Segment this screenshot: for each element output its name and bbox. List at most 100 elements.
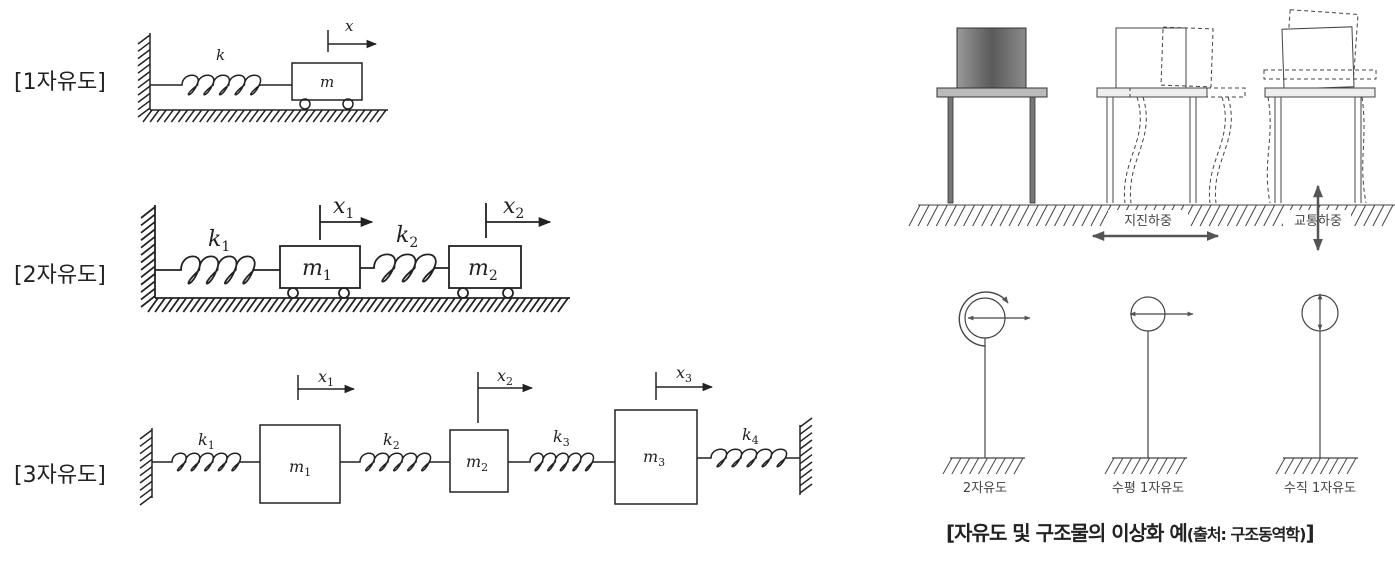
hatch-line: [232, 297, 244, 313]
hatch-line: [139, 495, 153, 506]
dof1-spring: [150, 74, 292, 96]
hatch-line: [528, 297, 541, 313]
hatch-line: [284, 109, 295, 123]
hatch-line: [1004, 457, 1015, 475]
hatch-line: [380, 297, 393, 313]
dof3-mass-3-block: [614, 409, 698, 505]
hatch-line: [1104, 457, 1115, 475]
hatch-line: [170, 109, 181, 123]
dof2-diagram: [140, 203, 570, 313]
hatch-line: [262, 109, 274, 123]
hatch-line: [951, 457, 962, 475]
hatch-line: [799, 483, 813, 494]
hatch-line: [203, 297, 216, 313]
hatch-line: [277, 109, 288, 123]
caption-end: ]: [1305, 521, 1314, 545]
hatch-line: [140, 228, 156, 241]
hatch-line: [140, 258, 156, 271]
dof3-spring-1-label: k1: [198, 430, 215, 452]
caption-main: [자유도 및 구조물의 이상화 예: [946, 521, 1188, 545]
dof1-ground: [142, 109, 388, 123]
hatch-line: [451, 297, 463, 313]
hatch-line: [359, 297, 371, 313]
hatch-line: [972, 204, 985, 227]
hatch-line: [543, 297, 555, 313]
hatch-line: [1063, 204, 1076, 227]
dof3-spring-2: [340, 452, 450, 472]
hatch-line: [1363, 204, 1376, 227]
hatch-line: [1166, 457, 1177, 475]
hatch-line: [140, 295, 156, 308]
hatch-line: [295, 297, 308, 313]
hatch-line: [241, 109, 252, 123]
hatch-line: [331, 297, 343, 313]
hatch-line: [1013, 457, 1024, 475]
dof2-spring-1: [155, 255, 280, 285]
hatch-line: [234, 109, 245, 123]
earthquake-load-label: 지진하중: [1124, 214, 1172, 229]
hatch-line: [1175, 457, 1186, 475]
hatch-line: [394, 297, 407, 313]
dof3-spring-4-label: k4: [742, 425, 759, 447]
hatch-line: [182, 297, 195, 313]
hatch-line: [415, 297, 428, 313]
dof1-label: [1자유도]: [14, 70, 106, 95]
hatch-line: [500, 297, 513, 313]
hatch-line: [168, 297, 180, 313]
hatch-line: [479, 297, 491, 313]
dof2-mass-2-block: [448, 245, 522, 289]
dof3-mass-3-label: m3: [643, 447, 665, 469]
hatch-line: [139, 480, 153, 491]
hatch-line: [1090, 204, 1103, 227]
hatch-line: [199, 109, 210, 123]
hatch-line: [213, 109, 224, 123]
hatch-line: [1148, 457, 1159, 475]
dof2-mass-2-label: m2: [468, 256, 498, 284]
hatch-line: [139, 444, 153, 455]
hatch-line: [986, 457, 997, 475]
hatch-line: [1199, 204, 1212, 227]
hatch-line: [161, 297, 173, 313]
hatch-line: [323, 297, 336, 313]
hatch-line: [1381, 204, 1394, 227]
caption-source: (출처: 구조동역학): [1186, 525, 1307, 544]
hatch-line: [799, 417, 813, 428]
hatch-line: [137, 41, 151, 52]
dof3-spring-2-label: k2: [383, 430, 400, 452]
hatch-line: [465, 297, 477, 313]
hatch-line: [472, 297, 484, 313]
hatch-line: [430, 297, 442, 313]
hatch-line: [140, 221, 156, 234]
hatch-line: [139, 473, 153, 484]
hatch-line: [960, 457, 971, 475]
hatch-line: [362, 109, 373, 123]
hatch-line: [139, 466, 153, 477]
hatch-line: [1236, 204, 1248, 227]
hatch-line: [1044, 204, 1057, 227]
hatch-line: [248, 109, 259, 123]
hatch-line: [302, 297, 315, 313]
hatch-line: [210, 297, 223, 313]
hatch-line: [514, 297, 527, 313]
hatch-line: [140, 206, 156, 219]
hatch-line: [189, 297, 202, 313]
hatch-line: [557, 297, 569, 313]
hatch-line: [137, 34, 151, 45]
hatch-line: [137, 92, 151, 104]
hatch-line: [458, 297, 470, 313]
dof3-spring-3-label: k3: [553, 427, 570, 449]
dof2-mass-1-label: m1: [302, 256, 332, 284]
dof3-disp-2-label: x2: [497, 366, 513, 388]
hatch-line: [978, 457, 988, 475]
hatch-line: [1311, 457, 1321, 475]
hatch-line: [376, 109, 387, 123]
hatch-line: [149, 109, 160, 123]
hatch-line: [926, 204, 939, 227]
hatch-line: [175, 297, 188, 313]
hatch-line: [536, 297, 548, 313]
hatch-line: [486, 297, 499, 313]
hatch-line: [999, 204, 1012, 227]
hatch-line: [799, 439, 813, 450]
hatch-line: [137, 107, 151, 118]
hatch-line: [954, 204, 966, 227]
